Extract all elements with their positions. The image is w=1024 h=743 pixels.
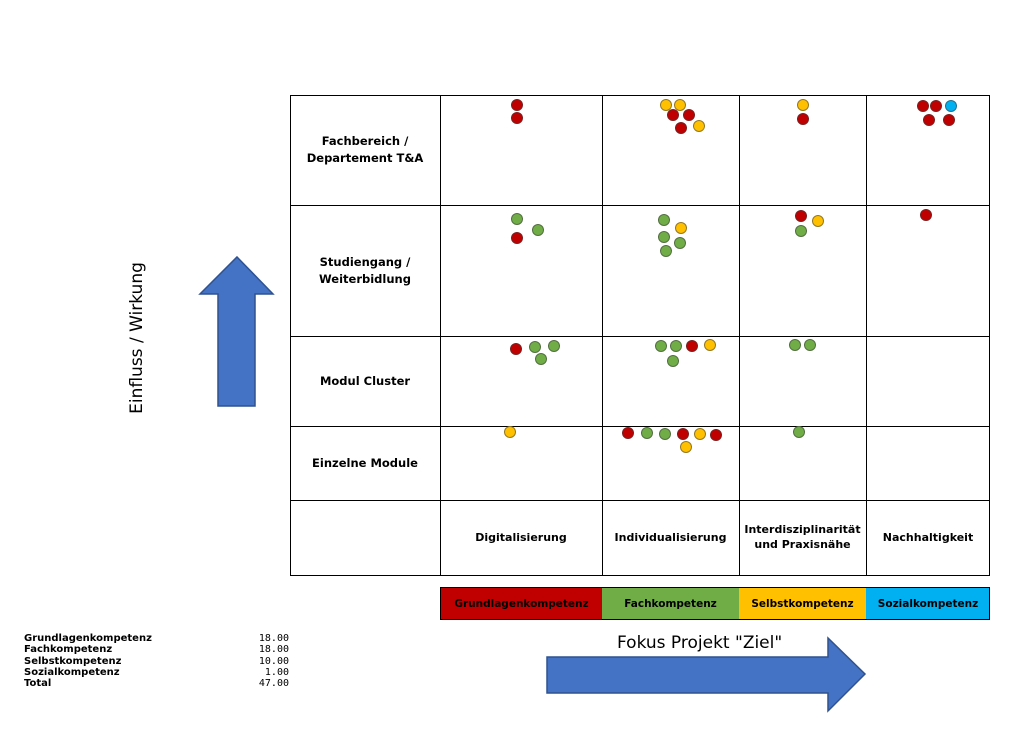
competency-dot-grundlagen	[795, 210, 807, 222]
competency-dot-grundlagen	[923, 114, 935, 126]
competency-dot-selbst	[694, 428, 706, 440]
competency-dot-grundlagen	[677, 428, 689, 440]
competency-matrix: Fachbereich / Departement T&A Studiengan…	[290, 95, 990, 576]
stat-value: 10.00	[258, 655, 289, 667]
competency-dot-fach	[548, 340, 560, 352]
grid-line	[290, 575, 990, 576]
grid-line	[290, 95, 990, 96]
stat-label: Grundlagenkompetenz	[24, 633, 152, 644]
stat-row: Selbstkompetenz 10.00	[24, 656, 289, 667]
stat-value: 47.00	[258, 678, 289, 690]
column-label-nachhaltigkeit: Nachhaltigkeit	[882, 530, 974, 544]
competency-dot-fach	[670, 340, 682, 352]
competency-dot-grundlagen	[511, 112, 523, 124]
column-label-individualisierung: Individualisierung	[614, 530, 727, 544]
column-label-digitalisierung: Digitalisierung	[475, 530, 567, 544]
competency-dot-grundlagen	[510, 343, 522, 355]
competency-dot-fach	[789, 339, 801, 351]
stat-row: Grundlagenkompetenz 18.00	[24, 633, 289, 644]
competency-dot-fach	[535, 353, 547, 365]
competency-dot-fach	[667, 355, 679, 367]
competency-dot-fach	[660, 245, 672, 257]
stat-label: Fachkompetenz	[24, 644, 113, 656]
up-arrow-icon	[198, 255, 275, 407]
competency-dot-fach	[641, 427, 653, 439]
competency-dot-grundlagen	[686, 340, 698, 352]
right-arrow-icon	[546, 636, 867, 713]
grid-line	[290, 336, 990, 337]
competency-dot-fach	[511, 213, 523, 225]
grid-line	[989, 95, 990, 576]
competency-dot-grundlagen	[710, 429, 722, 441]
legend-selbstkompetenz: Selbstkompetenz	[739, 588, 866, 620]
row-label-einzelne-module: Einzelne Module	[312, 455, 418, 470]
stat-row: Total 47.00	[24, 678, 289, 689]
competency-dot-selbst	[693, 120, 705, 132]
stat-row: Fachkompetenz 18.00	[24, 644, 289, 655]
grid-line	[602, 95, 603, 576]
competency-dot-selbst	[675, 222, 687, 234]
stat-label: Selbstkompetenz	[24, 655, 122, 667]
competency-dot-fach	[674, 237, 686, 249]
competency-dot-grundlagen	[683, 109, 695, 121]
competency-dot-selbst	[660, 99, 672, 111]
competency-dot-selbst	[674, 99, 686, 111]
competency-dot-selbst	[812, 215, 824, 227]
grid-line	[290, 205, 990, 206]
stat-value: 18.00	[258, 633, 289, 644]
stat-row: Sozialkompetenz 1.00	[24, 667, 289, 678]
competency-dot-fach	[529, 341, 541, 353]
column-label-interdisziplinaritaet: Interdisziplinarität und Praxisnähe	[744, 523, 861, 551]
competency-dot-fach	[658, 214, 670, 226]
competency-dot-grundlagen	[920, 209, 932, 221]
competency-dot-fach	[659, 428, 671, 440]
competency-dot-selbst	[704, 339, 716, 351]
row-label-modul-cluster: Modul Cluster	[319, 373, 411, 388]
competency-dot-fach	[658, 231, 670, 243]
row-label-fachbereich: Fachbereich / Departement T&A	[306, 134, 424, 165]
competency-dot-grundlagen	[622, 427, 634, 439]
grid-line	[290, 500, 990, 501]
y-axis-title: Einfluss / Wirkung	[127, 262, 147, 414]
competency-dot-fach	[532, 224, 544, 236]
grid-line	[440, 95, 441, 576]
grid-line	[866, 95, 867, 576]
grid-line	[290, 95, 291, 576]
competency-dot-selbst	[680, 441, 692, 453]
competency-dot-sozial	[945, 100, 957, 112]
row-label-studiengang: Studiengang / Weiterbidlung	[319, 254, 411, 286]
stat-value: 1.00	[264, 666, 289, 678]
grid-line	[739, 95, 740, 576]
stat-label: Sozialkompetenz	[24, 666, 120, 678]
competency-dot-grundlagen	[675, 122, 687, 134]
competency-dot-selbst	[797, 99, 809, 111]
x-axis-title: Fokus Projekt "Ziel"	[617, 633, 783, 653]
competency-totals: Grundlagenkompetenz 18.00 Fachkompetenz 18…	[24, 633, 289, 689]
competency-dot-grundlagen	[917, 100, 929, 112]
competency-dot-grundlagen	[511, 99, 523, 111]
competency-dot-grundlagen	[943, 114, 955, 126]
competency-dot-grundlagen	[797, 113, 809, 125]
competency-dot-fach	[804, 339, 816, 351]
competency-dot-grundlagen	[511, 232, 523, 244]
competency-dot-fach	[793, 426, 805, 438]
stat-label: Total	[24, 678, 52, 690]
competency-dot-selbst	[504, 426, 516, 438]
competency-dot-grundlagen	[930, 100, 942, 112]
legend-grundlagenkompetenz: Grundlagenkompetenz	[441, 588, 602, 620]
stat-value: 18.00	[258, 644, 289, 656]
legend-sozialkompetenz: Sozialkompetenz	[866, 588, 990, 620]
competency-dot-fach	[795, 225, 807, 237]
competency-dot-fach	[655, 340, 667, 352]
competency-dot-grundlagen	[667, 109, 679, 121]
legend-fachkompetenz: Fachkompetenz	[602, 588, 739, 620]
grid-line	[290, 426, 990, 427]
